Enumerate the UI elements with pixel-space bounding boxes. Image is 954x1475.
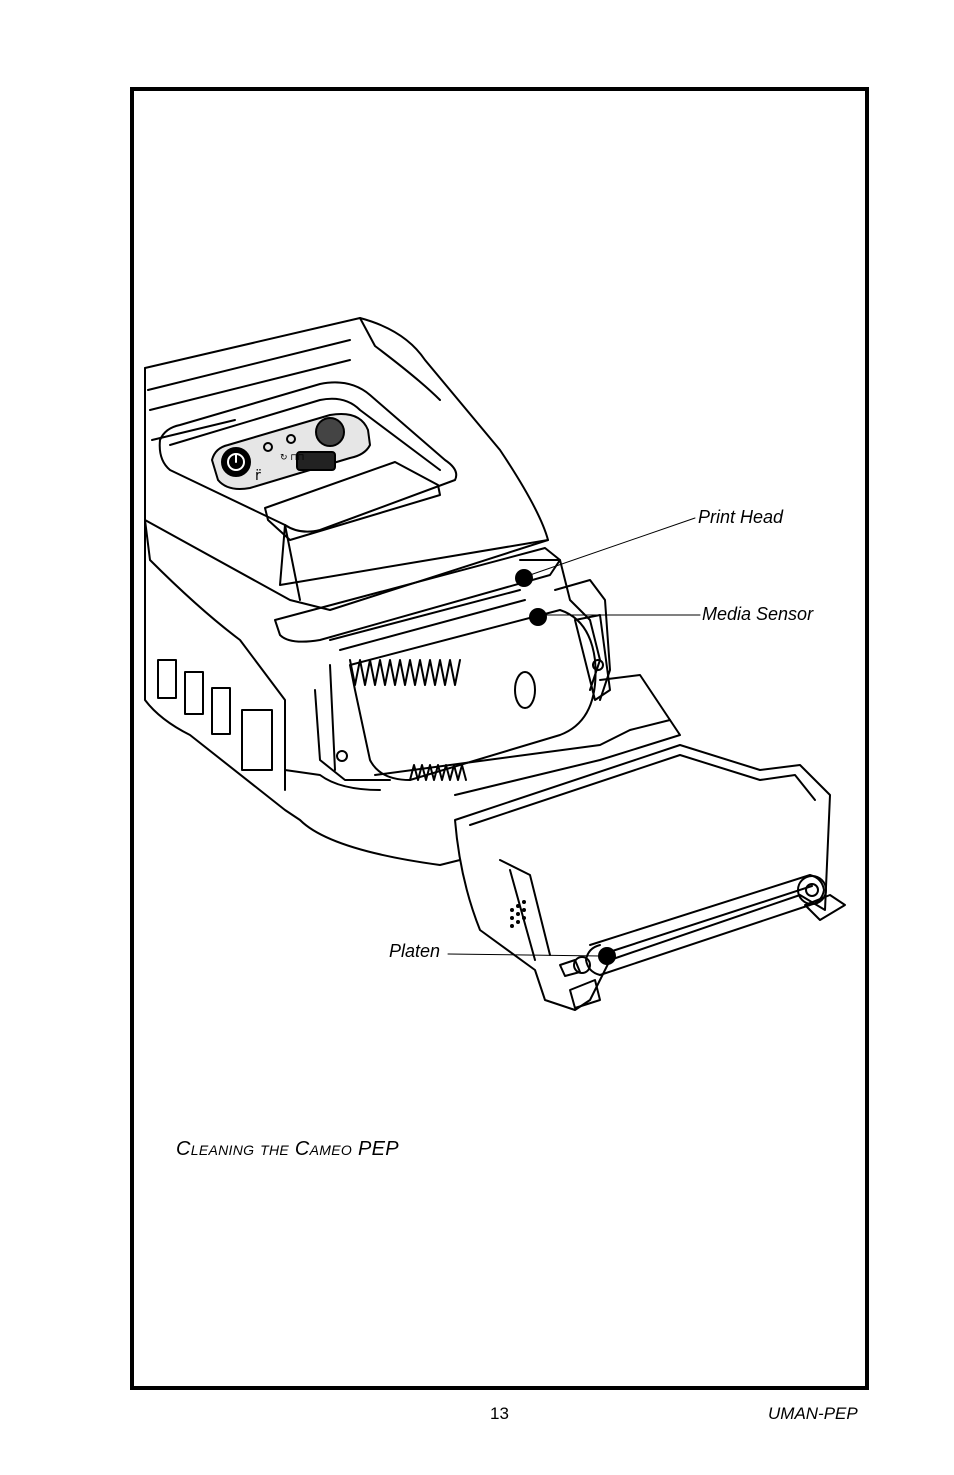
callout-markers [447, 517, 701, 965]
svg-text:↻ ⊓⊓: ↻ ⊓⊓ [280, 453, 304, 463]
printer-body [144, 317, 549, 866]
page-frame [130, 87, 869, 1390]
media-sensor-dot [529, 608, 547, 626]
platen-dot [598, 947, 616, 965]
callout-platen: Platen [389, 941, 441, 961]
figure-caption: Cleaning the Cameo PEP [176, 1138, 399, 1160]
display-window [264, 461, 441, 541]
page-number: 13 [490, 1404, 509, 1423]
callout-media-sensor: Media Sensor [702, 604, 814, 624]
media-door [374, 674, 846, 1011]
print-head-dot [515, 569, 533, 587]
svg-text:r̈: r̈ [255, 468, 261, 484]
document-id: UMAN-PEP [768, 1404, 858, 1423]
callout-print-head: Print Head [698, 507, 784, 527]
control-panel: r̈ ↻ ⊓⊓ [211, 413, 371, 490]
print-head-assembly [274, 547, 611, 781]
